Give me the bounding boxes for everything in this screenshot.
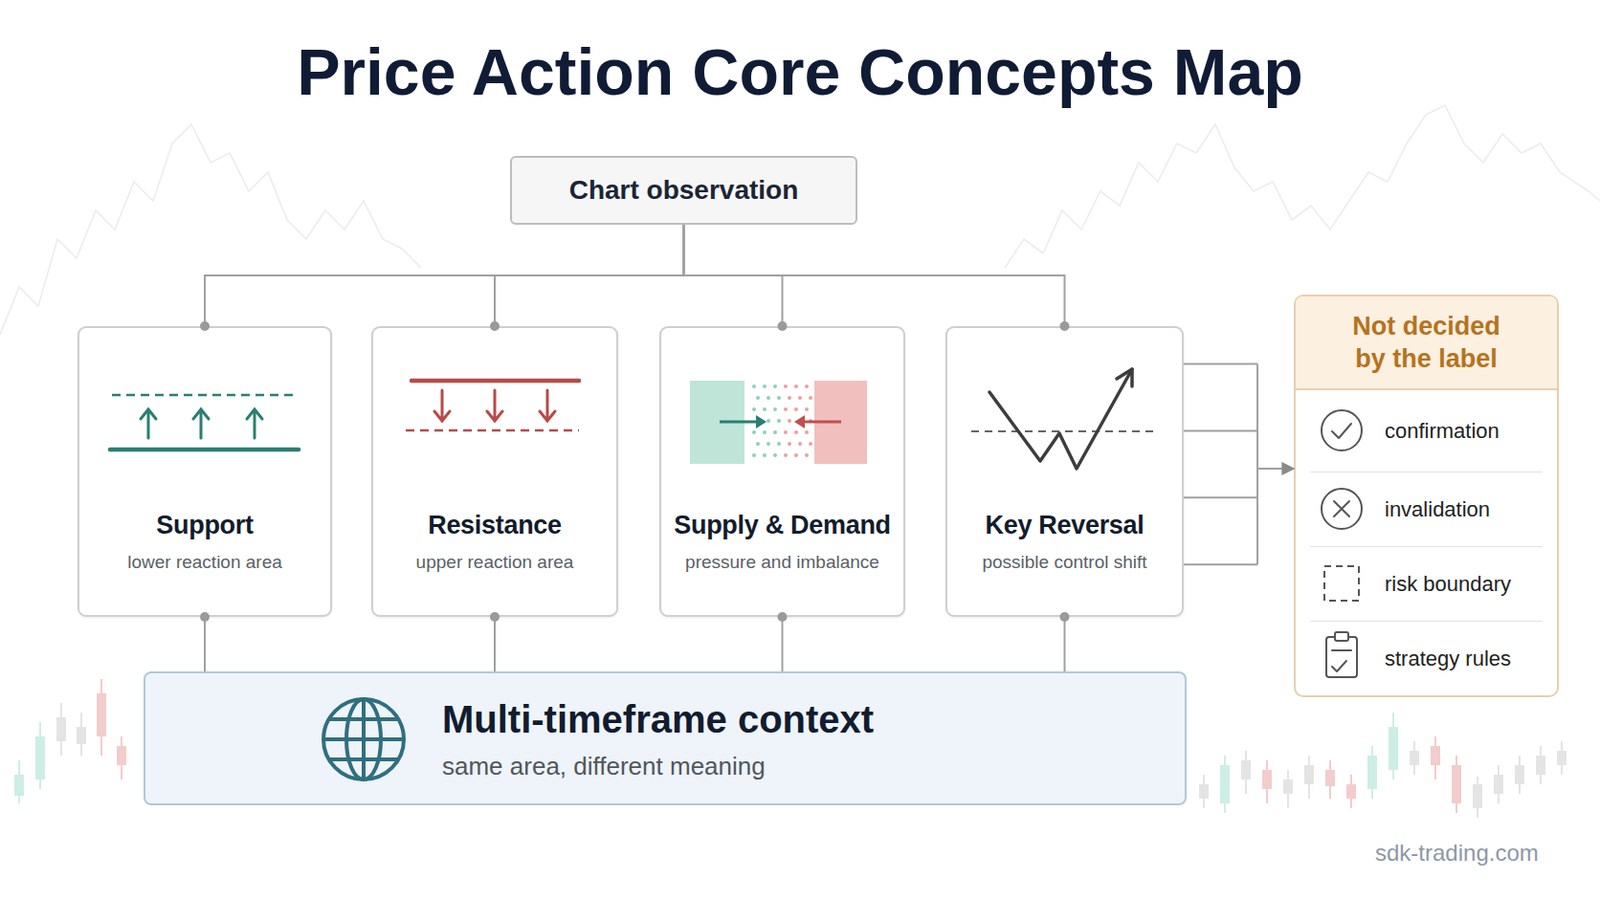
- process-box: Chart observation: [510, 155, 858, 225]
- candle-body: [1493, 775, 1504, 795]
- context-band: Multi-timeframe context same area, differ…: [143, 671, 1187, 806]
- connector: [684, 224, 1070, 332]
- ctx-text: same area, different meaning: [442, 750, 1185, 783]
- card-text: Key Reversal: [947, 508, 1182, 543]
- connector: [1183, 364, 1294, 566]
- candle-body: [56, 717, 67, 742]
- candle-body: [1325, 770, 1335, 787]
- ctx-text: Multi-timeframe context: [442, 696, 1185, 743]
- connector-line: [781, 617, 784, 672]
- candle-body: [1346, 784, 1356, 800]
- connector: [684, 224, 788, 332]
- row-text: confirmation: [1384, 419, 1500, 445]
- checklist-row: risk boundary: [1310, 546, 1543, 622]
- row-text: strategy rules: [1384, 646, 1512, 672]
- concept-card: Supply & Demand pressure and imbalance: [659, 326, 906, 618]
- candle-body: [96, 693, 107, 737]
- connector: [777, 612, 788, 672]
- connector-line: [684, 224, 1066, 327]
- row-text: invalidation: [1384, 497, 1490, 523]
- candle-body: [14, 775, 24, 797]
- candle-body: [35, 736, 45, 780]
- candle-body: [1199, 784, 1209, 800]
- connector-line: [1183, 364, 1294, 566]
- connector-line: [684, 224, 783, 327]
- candle-body: [1262, 770, 1272, 790]
- candle-body: [1451, 765, 1462, 804]
- card-text: Support: [79, 508, 331, 543]
- checklist-row: invalidation: [1310, 471, 1543, 547]
- candle-body: [1430, 746, 1441, 766]
- connector-line: [494, 224, 685, 327]
- panel-text: Not decided by the label: [1295, 296, 1557, 391]
- candle-body: [1283, 779, 1293, 795]
- checklist-row: strategy rules: [1310, 621, 1543, 696]
- watermark: sdk-trading.com: [1375, 840, 1539, 867]
- connector: [489, 612, 500, 672]
- candle-body: [1556, 751, 1567, 766]
- callout-panel: Not decided by the label confirmation inva…: [1293, 294, 1559, 698]
- candle-body: [1472, 784, 1483, 809]
- candle-body: [1535, 755, 1546, 776]
- concept-card: Key Reversal possible control shift: [945, 326, 1184, 618]
- price-line-decoration: [1004, 105, 1600, 268]
- card-text: Resistance: [373, 508, 617, 543]
- concept-card: Resistance upper reaction area: [371, 326, 619, 618]
- card-text: pressure and imbalance: [661, 550, 904, 576]
- candle-body: [1220, 765, 1230, 804]
- candle-body: [1514, 765, 1525, 785]
- card-text: upper reaction area: [373, 550, 617, 576]
- card-text: lower reaction area: [79, 550, 331, 576]
- connector: [200, 224, 685, 332]
- connector-line: [1064, 617, 1067, 672]
- candle-body: [1388, 727, 1399, 771]
- card-text: possible control shift: [947, 550, 1182, 576]
- card-text: Supply & Demand: [661, 508, 904, 543]
- candle-body: [1241, 760, 1251, 780]
- candle-body: [1367, 755, 1378, 790]
- checklist-row: confirmation: [1310, 390, 1543, 472]
- connector: [200, 612, 210, 672]
- connector: [489, 224, 685, 332]
- row-text: risk boundary: [1384, 572, 1512, 598]
- concept-card: Support lower reaction area: [77, 326, 333, 618]
- candle-body: [116, 746, 127, 766]
- diagram-title: Price Action Core Concepts Map: [0, 31, 1600, 112]
- candle-body: [76, 727, 87, 745]
- connector-line: [204, 224, 685, 327]
- connector: [1060, 612, 1070, 672]
- connector-line: [493, 617, 496, 672]
- obs-text: Chart observation: [569, 175, 800, 206]
- connector-line: [203, 617, 206, 672]
- candle-body: [1304, 765, 1314, 785]
- price-line-decoration: [0, 124, 422, 335]
- candle-body: [1409, 751, 1420, 766]
